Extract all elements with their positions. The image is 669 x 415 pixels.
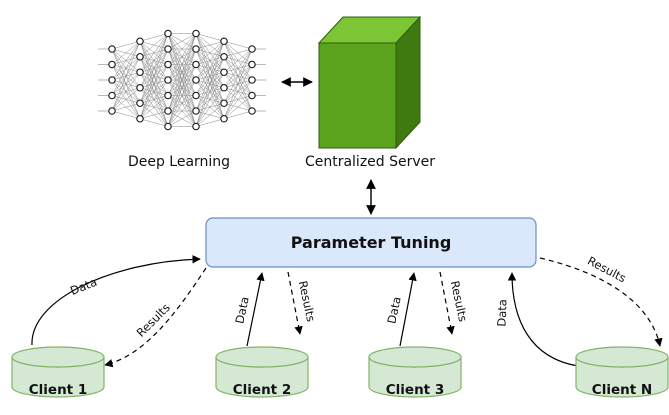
clientn-results-label: Results	[585, 254, 628, 286]
parameter-tuning-box	[205, 217, 537, 268]
client2-results-arrow	[287, 271, 303, 335]
client-3-label: Client 3	[386, 382, 444, 398]
client1-data-label: Data	[68, 275, 99, 298]
neural-network-icon	[98, 29, 266, 131]
client-1-label: Client 1	[29, 382, 87, 398]
client3-results-arrow	[439, 271, 455, 335]
client-4-label: Client N	[592, 382, 652, 398]
client1-data-arrow	[31, 255, 201, 346]
client-2-database: Client 2	[215, 346, 309, 398]
client3-data-label: Data	[384, 295, 403, 325]
client-2-label: Client 2	[233, 382, 291, 398]
client2-data-arrow	[246, 272, 265, 347]
server-cube-icon	[317, 15, 422, 150]
client1-results-label: Results	[134, 301, 173, 340]
client2-data-label: Data	[232, 295, 251, 325]
deep-learning-label: Deep Learning	[128, 154, 230, 170]
centralized-server-label: Centralized Server	[305, 154, 435, 170]
client3-results-label: Results	[448, 279, 470, 323]
client3-data-arrow	[399, 272, 417, 347]
client1-results-arrow	[104, 267, 207, 368]
parameter-tuning-label: Parameter Tuning	[291, 233, 452, 252]
client-4-database: Client N	[575, 346, 669, 398]
clientn-results-arrow	[539, 257, 663, 347]
client-3-database: Client 3	[368, 346, 462, 398]
clientn-data-label: Data	[495, 299, 510, 327]
client2-results-label: Results	[296, 279, 318, 323]
clientn-data-arrow	[507, 272, 579, 367]
client-1-database: Client 1	[11, 346, 105, 398]
